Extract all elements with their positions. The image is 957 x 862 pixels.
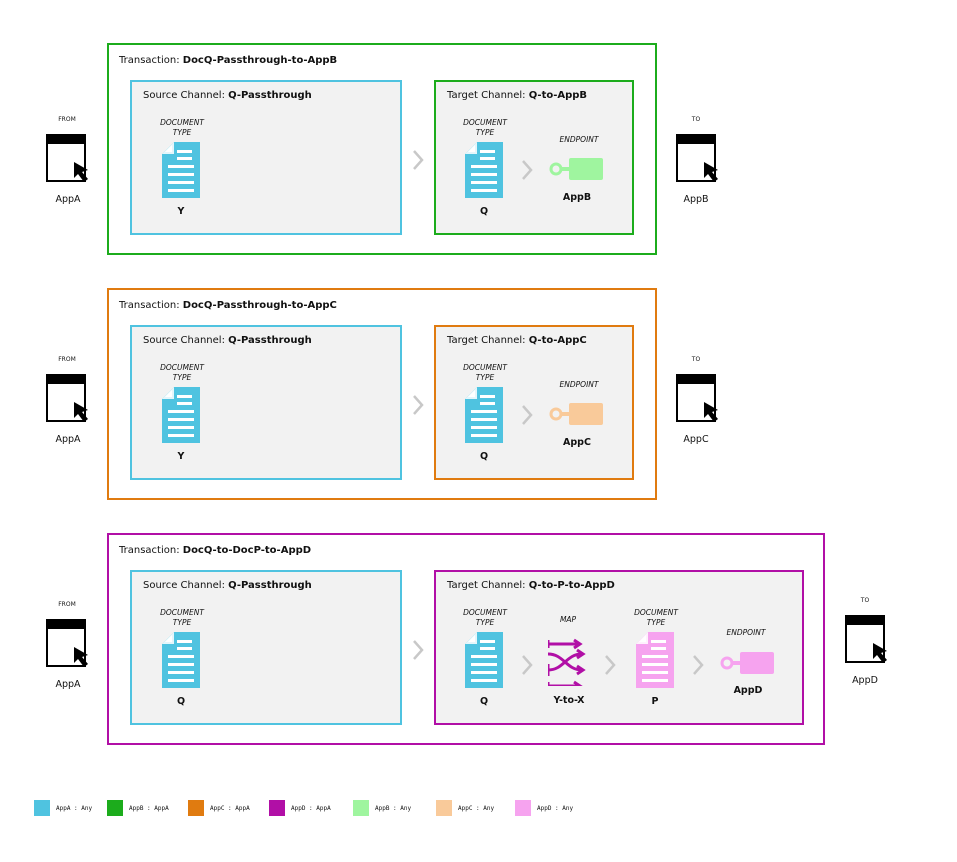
legend-swatch (34, 800, 50, 816)
map-icon (548, 636, 590, 686)
document-icon (636, 632, 674, 688)
app-window-icon (676, 374, 724, 424)
source-doc-label: Q (176, 696, 186, 707)
endpoint-icon (549, 155, 605, 183)
endpoint-name: AppD (733, 685, 763, 696)
from-app-label-2: AppA (55, 434, 81, 445)
chevron-right-icon (412, 394, 424, 416)
chevron-right-icon (604, 654, 616, 676)
app-window-icon (46, 374, 94, 424)
app-window-icon (676, 134, 724, 184)
source-doc-label: Y (177, 206, 185, 217)
document-icon (465, 632, 503, 688)
target-doc-label: Q (479, 206, 489, 217)
endpoint-name: AppC (563, 437, 591, 448)
chevron-right-icon (521, 159, 533, 181)
chevron-right-icon (412, 639, 424, 661)
from-app-label-3: AppA (55, 679, 81, 690)
transaction-title: Transaction: DocQ-Passthrough-to-AppB (119, 55, 338, 66)
endpoint-icon (549, 400, 605, 428)
legend-item: AppD : AppA (269, 800, 349, 820)
endpoint-label: ENDPOINT (726, 628, 766, 637)
mapped-doc-label: P (651, 696, 659, 707)
transaction-title: Transaction: DocQ-Passthrough-to-AppC (119, 300, 337, 311)
transaction-box-1[interactable]: Transaction: DocQ-Passthrough-to-AppB So… (107, 43, 657, 255)
from-app-label-1: AppA (55, 194, 81, 205)
legend-swatch (436, 800, 452, 816)
legend-swatch (353, 800, 369, 816)
legend-item: AppB : Any (353, 800, 433, 820)
document-icon (465, 387, 503, 443)
target-doc-label: Q (479, 696, 489, 707)
endpoint-icon (720, 649, 776, 677)
transaction-box-3[interactable]: Transaction: DocQ-to-DocP-to-AppD Source… (107, 533, 825, 745)
transaction-box-2[interactable]: Transaction: DocQ-Passthrough-to-AppC So… (107, 288, 657, 500)
legend-item: AppB : AppA (107, 800, 187, 820)
endpoint-label: ENDPOINT (559, 135, 599, 144)
legend-item: AppD : Any (515, 800, 595, 820)
legend-item: AppC : AppA (188, 800, 268, 820)
to-app-label-1: AppB (683, 194, 709, 205)
app-window-icon (46, 619, 94, 669)
app-window-icon (845, 615, 893, 665)
legend-swatch (188, 800, 204, 816)
legend-swatch (515, 800, 531, 816)
endpoint-label: ENDPOINT (559, 380, 599, 389)
app-window-icon (46, 134, 94, 184)
source-doc-label: Y (177, 451, 185, 462)
document-icon (465, 142, 503, 198)
chevron-right-icon (521, 654, 533, 676)
legend-item: AppC : Any (436, 800, 516, 820)
target-doc-label: Q (479, 451, 489, 462)
document-icon (162, 142, 200, 198)
document-icon (162, 387, 200, 443)
legend-swatch (107, 800, 123, 816)
document-icon (162, 632, 200, 688)
map-label: MAP (559, 615, 577, 624)
chevron-right-icon (412, 149, 424, 171)
endpoint-name: AppB (562, 192, 592, 203)
chevron-right-icon (692, 654, 704, 676)
chevron-right-icon (521, 404, 533, 426)
legend-item: AppA : Any (34, 800, 114, 820)
transaction-title: Transaction: DocQ-to-DocP-to-AppD (119, 545, 312, 556)
to-app-label-2: AppC (683, 434, 709, 445)
legend-swatch (269, 800, 285, 816)
to-app-label-3: AppD (852, 675, 878, 686)
map-name: Y-to-X (553, 695, 585, 706)
